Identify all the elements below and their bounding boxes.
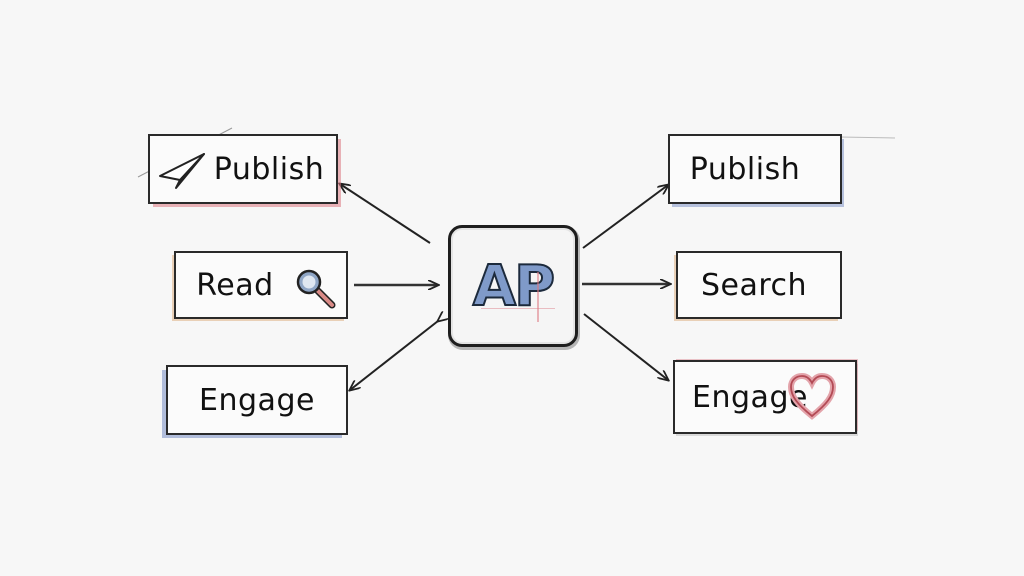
left-node-read[interactable]: Read <box>174 251 348 319</box>
arrow-hub-to-left-publish <box>340 184 431 244</box>
right-node-publish[interactable]: Publish <box>668 134 842 204</box>
hub-label: AP <box>472 253 556 320</box>
hub-node-ap[interactable]: AP <box>448 225 578 347</box>
arrow-hub-to-right-publish <box>582 185 668 249</box>
node-label: Engage <box>199 382 315 418</box>
node-label: Publish <box>689 151 801 187</box>
paper-plane-icon <box>159 153 205 189</box>
arrow-hub-left-engage-bidirectional <box>350 321 438 390</box>
magnifier-icon <box>296 269 336 309</box>
left-node-engage[interactable]: Engage <box>166 365 348 435</box>
heart-icon <box>787 372 837 420</box>
guide-line <box>481 308 555 309</box>
guide-line <box>537 272 539 322</box>
node-label: Search <box>700 267 808 303</box>
arrow-hub-to-right-engage <box>583 313 668 380</box>
right-node-search[interactable]: Search <box>676 251 842 319</box>
node-label: Publish <box>213 151 325 187</box>
right-node-engage[interactable]: Engage <box>673 360 857 434</box>
left-node-publish[interactable]: Publish <box>148 134 338 204</box>
node-label: Read <box>196 267 274 303</box>
